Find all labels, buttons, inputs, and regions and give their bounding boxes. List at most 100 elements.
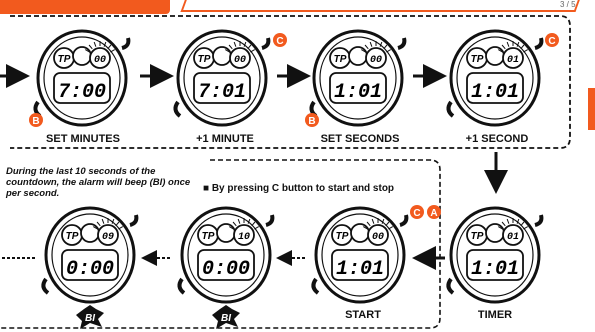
mid-dial [485,223,505,243]
flash-ray [388,226,393,230]
tp-dial-text: TP [66,231,79,242]
mid-dial [72,46,92,66]
badge-c-1-text: C [276,36,283,47]
flash-ray [523,49,528,53]
tp-dial-text: TP [471,231,484,242]
button-nub-right [399,214,409,227]
badge-b-2-circle [305,113,319,127]
flash-ray [250,49,255,53]
flash-ray [506,41,510,47]
label-start: START [345,309,381,321]
label-plus-1-second: +1 SECOND [465,133,529,145]
label-plus-1-minute: +1 MINUTE [196,133,254,145]
badge-c-2-text: C [548,36,555,47]
main-lcd-time: 1:01 [334,81,382,104]
mid-dial [216,223,236,243]
main-lcd-time: 1:01 [471,258,519,281]
watch-inner-ring [456,213,534,297]
flash-ray [254,226,259,230]
sub-dial [502,224,524,246]
main-lcd [466,72,524,104]
watch-inner-ring [321,213,399,297]
flash-ray [107,44,112,50]
watch-inner-ring [319,36,397,120]
flash-ray [361,49,366,53]
beep-burst: BI [212,305,240,329]
mid-dial [212,46,232,66]
beep-text: BI [85,313,95,324]
button-nub-right [121,37,131,50]
button-nub-right [397,37,407,50]
button-nub-right [534,214,544,227]
flash-ray [85,49,90,53]
tp-dial-text: TP [336,231,349,242]
watch-inner-ring [456,36,534,120]
badge-b-1: B [29,113,43,127]
main-lcd-time: 0:00 [66,258,114,281]
flash-ray [103,41,107,47]
flash-ray [371,218,375,224]
flash-ray [232,221,237,227]
flash-ray [366,221,371,227]
main-lcd [193,72,251,104]
button-nub-left [446,277,455,295]
sub-dial-text: 10 [238,232,250,243]
button-nub-left [41,277,50,295]
header-tab [0,0,170,14]
flash-ray [523,226,528,230]
tp-dial-text: TP [58,54,71,65]
flash-ray [386,49,391,53]
flash-ray [516,41,520,47]
main-lcd-time: 7:01 [198,81,246,104]
watch-inner-ring [51,213,129,297]
sub-dial [229,47,251,69]
flash-ray [115,221,120,227]
sub-dial [502,47,524,69]
flash-ray [498,226,503,230]
flash-ray [233,41,237,47]
flash-ray [96,221,101,227]
badge-c-1: C [273,33,287,47]
flash-ray [364,44,369,50]
sub-dial-text: 00 [370,55,382,66]
mid-dial [80,223,100,243]
badge-b-1-text: B [32,116,39,127]
header-tab-text: 3 / 5 [560,0,576,9]
mid-dial [348,46,368,66]
sub-dial-text: 01 [507,232,519,243]
button-nub-right [265,214,275,227]
sub-dial [233,224,255,246]
side-accent-bar [588,88,595,130]
watch-inner-ring [183,36,261,120]
tp-dial-text: TP [198,54,211,65]
main-lcd [197,249,255,281]
button-nub-left [311,277,320,295]
flash-ray [247,44,252,50]
badge-b-2: B [305,113,319,127]
flash-ray [383,44,388,50]
label-set-minutes: SET MINUTES [46,133,120,145]
countdown-note: During the last 10 seconds of the countd… [6,166,191,199]
main-lcd [329,72,387,104]
badge-c-3-circle [410,205,424,219]
flash-ray [93,226,98,230]
badge-b-1-circle [29,113,43,127]
sub-dial [89,47,111,69]
top-dashed-frame [10,15,571,149]
sub-dial-text: 00 [234,55,246,66]
flash-ray [111,218,115,224]
sub-dial [367,224,389,246]
flash-ray [381,218,385,224]
beep-text: BI [221,313,231,324]
button-nub-left [446,100,455,118]
badge-c-1-circle [273,33,287,47]
label-set-seconds: SET SECONDS [320,133,400,145]
mid-dial [350,223,370,243]
flash-ray [385,221,390,227]
beep-burst-shape [212,305,240,329]
button-nub-right [129,214,139,227]
badge-c-2-circle [545,33,559,47]
main-lcd-time: 1:01 [336,258,384,281]
flash-ray [501,44,506,50]
